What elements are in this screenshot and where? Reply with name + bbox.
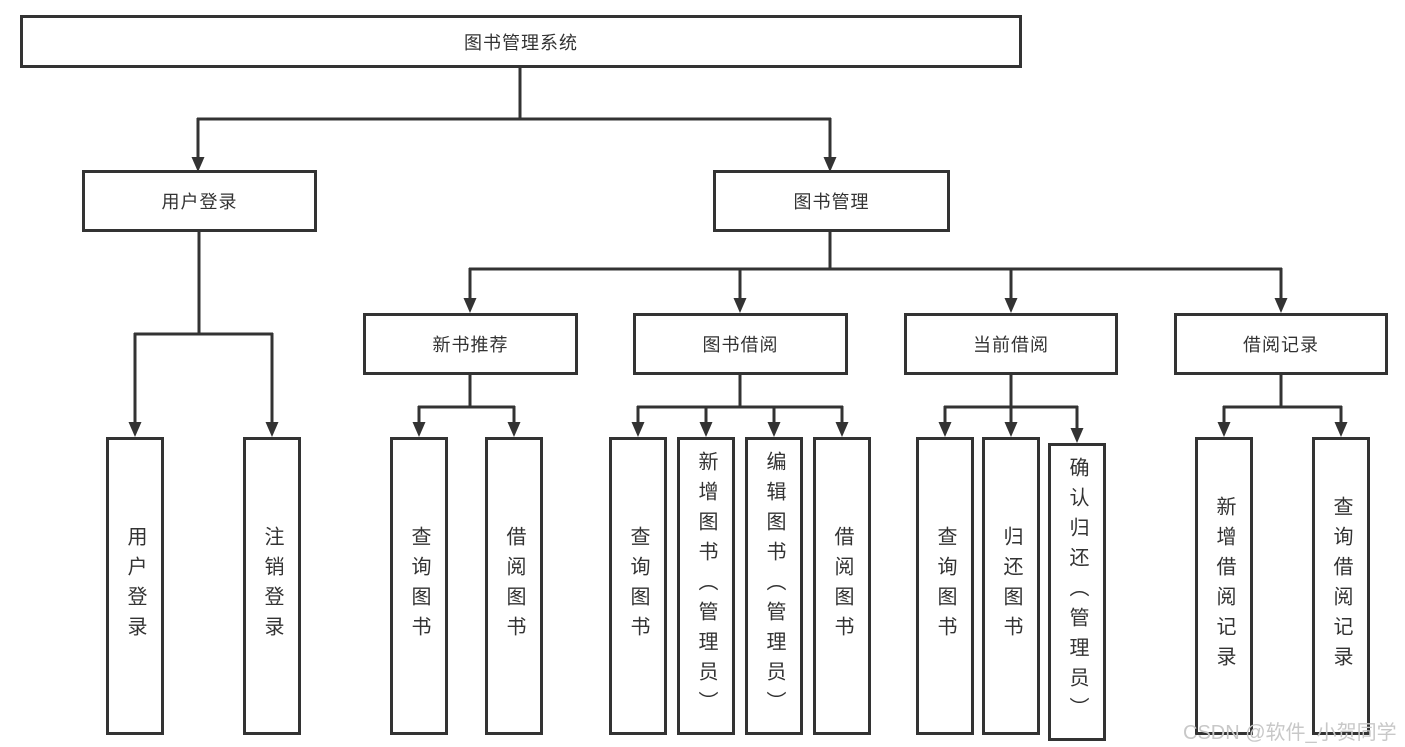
node-leaf-add-borrow-record: 新增借阅记录 (1195, 437, 1253, 735)
node-book-borrowing: 图书借阅 (633, 313, 848, 375)
node-leaf-query-borrow-record: 查询借阅记录 (1312, 437, 1370, 735)
node-book-management-branch: 图书管理 (713, 170, 950, 232)
node-current-borrowing: 当前借阅 (904, 313, 1118, 375)
node-leaf-logout: 注销登录 (243, 437, 301, 735)
node-label: 图书管理 (793, 192, 870, 212)
node-label: 当前借阅 (973, 335, 1049, 355)
node-label: 查询图书 (408, 526, 430, 646)
node-label: 确认归还（管理员） (1066, 457, 1088, 727)
node-label: 查询图书 (627, 526, 649, 646)
node-label: 借阅记录 (1243, 335, 1319, 355)
node-leaf-query-books: 查询图书 (390, 437, 448, 735)
node-leaf-edit-books-admin: 编辑图书（管理员） (745, 437, 803, 735)
node-label: 用户登录 (161, 192, 238, 212)
node-label: 新书推荐 (432, 335, 509, 355)
node-leaf-borrow-books: 借阅图书 (813, 437, 871, 735)
node-leaf-borrow-books: 借阅图书 (485, 437, 543, 735)
node-library-management-system: 图书管理系统 (20, 15, 1022, 68)
node-label: 查询借阅记录 (1330, 496, 1352, 676)
node-label: 注销登录 (261, 526, 283, 646)
node-leaf-query-books: 查询图书 (916, 437, 974, 735)
node-label: 借阅图书 (831, 526, 853, 646)
node-label: 图书管理系统 (464, 32, 578, 53)
node-label: 查询图书 (934, 526, 956, 646)
node-borrowing-records: 借阅记录 (1174, 313, 1388, 375)
node-new-book-recommendation: 新书推荐 (363, 313, 578, 375)
node-leaf-user-login: 用户登录 (106, 437, 164, 735)
node-label: 新增图书（管理员） (695, 451, 717, 721)
node-label: 编辑图书（管理员） (763, 451, 785, 721)
node-label: 新增借阅记录 (1213, 496, 1235, 676)
node-label: 归还图书 (1000, 526, 1022, 646)
node-user-login-branch: 用户登录 (82, 170, 317, 232)
csdn-watermark: CSDN @软件_小贺同学 (1183, 722, 1397, 744)
node-leaf-return-books: 归还图书 (982, 437, 1040, 735)
node-leaf-add-books-admin: 新增图书（管理员） (677, 437, 735, 735)
node-leaf-query-books: 查询图书 (609, 437, 667, 735)
node-leaf-confirm-return-admin: 确认归还（管理员） (1048, 443, 1106, 741)
node-label: 图书借阅 (702, 335, 779, 355)
node-label: 借阅图书 (503, 526, 525, 646)
node-label: 用户登录 (124, 526, 146, 646)
